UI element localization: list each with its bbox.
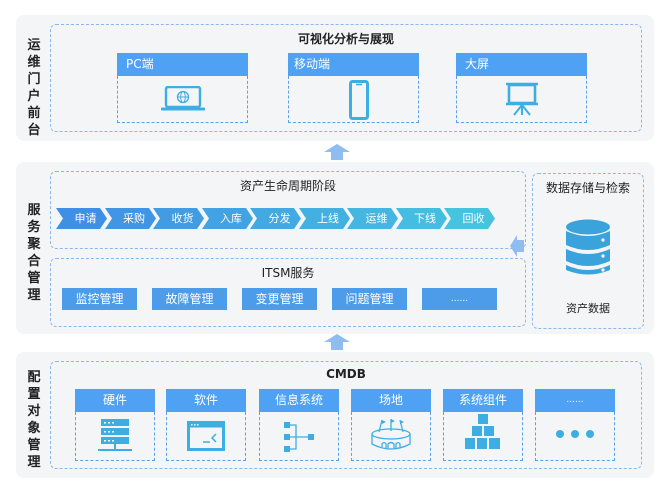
hierarchy-icon bbox=[284, 422, 314, 452]
lifecycle-stage-label: 上线 bbox=[317, 212, 339, 225]
database-icon bbox=[566, 219, 610, 275]
card-body bbox=[443, 412, 523, 461]
cmdb-card-software[interactable]: 软件 bbox=[166, 389, 246, 461]
card-label: 信息系统 bbox=[274, 393, 323, 407]
lifecycle-group bbox=[50, 171, 526, 249]
flow-arrow-up-icon bbox=[324, 144, 350, 160]
card-header: 场地 bbox=[351, 389, 431, 412]
card-body bbox=[75, 412, 155, 461]
lifecycle-stage[interactable]: 采购 bbox=[104, 208, 156, 229]
card-header: ...... bbox=[535, 389, 615, 412]
itsm-monitoring-button[interactable]: 监控管理 bbox=[62, 288, 137, 310]
lifecycle-stage-label: 分发 bbox=[268, 212, 291, 225]
lifecycle-stage[interactable]: 分发 bbox=[250, 208, 301, 229]
stacked-boxes-icon bbox=[465, 414, 500, 449]
card-body bbox=[288, 76, 419, 123]
portal-card-mobile[interactable]: 移动端 bbox=[288, 53, 419, 123]
projector-screen-icon bbox=[505, 82, 538, 116]
itsm-change-button[interactable]: 变更管理 bbox=[242, 288, 317, 310]
cmdb-group bbox=[50, 361, 642, 469]
card-label: 硬件 bbox=[102, 393, 127, 407]
stadium-icon bbox=[371, 419, 411, 450]
card-header: 软件 bbox=[166, 389, 246, 412]
laptop-globe-icon bbox=[160, 86, 205, 111]
storage-title: 数据存储与检索 bbox=[545, 181, 630, 195]
flow-arrow-up-icon bbox=[324, 334, 350, 350]
card-header: 大屏 bbox=[456, 53, 587, 76]
itsm-group bbox=[50, 258, 526, 327]
card-label: 场地 bbox=[378, 393, 403, 407]
lifecycle-stage-label: 入库 bbox=[220, 212, 242, 225]
mobile-phone-icon bbox=[349, 80, 369, 120]
itsm-more-button[interactable]: ...... bbox=[422, 288, 497, 310]
itsm-title: ITSM服务 bbox=[261, 266, 315, 280]
card-body bbox=[259, 412, 339, 461]
portal-card-bigscreen[interactable]: 大屏 bbox=[456, 53, 587, 123]
lifecycle-stage-label: 采购 bbox=[123, 212, 145, 225]
visualization-group bbox=[50, 24, 642, 132]
lifecycle-stage-label: 运维 bbox=[365, 212, 388, 225]
lifecycle-stage[interactable]: 下线 bbox=[395, 208, 447, 229]
lifecycle-stage-label: 收货 bbox=[171, 212, 194, 225]
portal-card-pc[interactable]: PC端 bbox=[117, 53, 248, 123]
card-header: 移动端 bbox=[288, 53, 419, 76]
portal-layer: 运维门户前台 可视化分析与展现 PC端 移动端 大屏 bbox=[16, 15, 654, 141]
cmdb-card-information-system[interactable]: 信息系统 bbox=[259, 389, 339, 461]
config-layer-label: 配置对象管理 bbox=[27, 370, 41, 470]
itsm-incident-button[interactable]: 故障管理 bbox=[152, 288, 227, 310]
lifecycle-stage[interactable]: 回收 bbox=[444, 208, 495, 229]
ellipsis-icon bbox=[556, 430, 594, 438]
lifecycle-title: 资产生命周期阶段 bbox=[239, 179, 336, 193]
card-body bbox=[166, 412, 246, 461]
card-body bbox=[351, 412, 431, 461]
lifecycle-stage-label: 回收 bbox=[462, 212, 485, 225]
card-label: 移动端 bbox=[294, 57, 331, 71]
cmdb-card-more[interactable]: ...... bbox=[535, 389, 615, 461]
lifecycle-stage[interactable]: 运维 bbox=[347, 208, 398, 229]
lifecycle-stage[interactable]: 入库 bbox=[201, 208, 253, 229]
visualization-title: 可视化分析与展现 bbox=[297, 32, 394, 46]
service-layer-label: 服务聚合管理 bbox=[27, 203, 41, 303]
cmdb-card-site[interactable]: 场地 bbox=[351, 389, 431, 461]
card-label: 系统组件 bbox=[458, 393, 507, 407]
config-layer: 配置对象管理 CMDB 硬件 软件 信息系统 bbox=[16, 352, 654, 478]
card-header: 系统组件 bbox=[443, 389, 523, 412]
card-body bbox=[117, 76, 248, 123]
lifecycle-stages: 申请 采购 收货 入库 分发 上线 运维 下线 回收 bbox=[56, 208, 516, 229]
card-label: 大屏 bbox=[465, 57, 490, 71]
lifecycle-stage[interactable]: 收货 bbox=[153, 208, 204, 229]
lifecycle-stage-label: 申请 bbox=[74, 212, 97, 225]
flow-arrow-left-icon bbox=[510, 235, 524, 257]
card-header: 硬件 bbox=[75, 389, 155, 412]
server-rack-icon bbox=[98, 419, 132, 451]
lifecycle-stage-label: 下线 bbox=[414, 212, 436, 225]
card-body bbox=[456, 76, 587, 123]
card-label: 软件 bbox=[193, 393, 218, 407]
cmdb-card-system-component[interactable]: 系统组件 bbox=[443, 389, 523, 461]
itsm-problem-button[interactable]: 问题管理 bbox=[332, 288, 407, 310]
cmdb-card-hardware[interactable]: 硬件 bbox=[75, 389, 155, 461]
storage-group bbox=[532, 173, 644, 329]
card-label: PC端 bbox=[126, 57, 154, 71]
card-header: 信息系统 bbox=[259, 389, 339, 412]
lifecycle-stage[interactable]: 申请 bbox=[56, 208, 107, 229]
card-body bbox=[535, 412, 615, 461]
terminal-window-icon bbox=[187, 421, 225, 451]
portal-layer-label: 运维门户前台 bbox=[27, 38, 41, 138]
storage-caption: 资产数据 bbox=[566, 302, 610, 315]
card-header: PC端 bbox=[117, 53, 248, 76]
cmdb-title: CMDB bbox=[326, 367, 366, 381]
card-label: ...... bbox=[566, 395, 584, 405]
service-layer: 服务聚合管理 资产生命周期阶段 申请 采购 收货 入库 分发 上线 运维 下线 回收 ITSM服… bbox=[16, 162, 654, 334]
lifecycle-stage[interactable]: 上线 bbox=[298, 208, 350, 229]
